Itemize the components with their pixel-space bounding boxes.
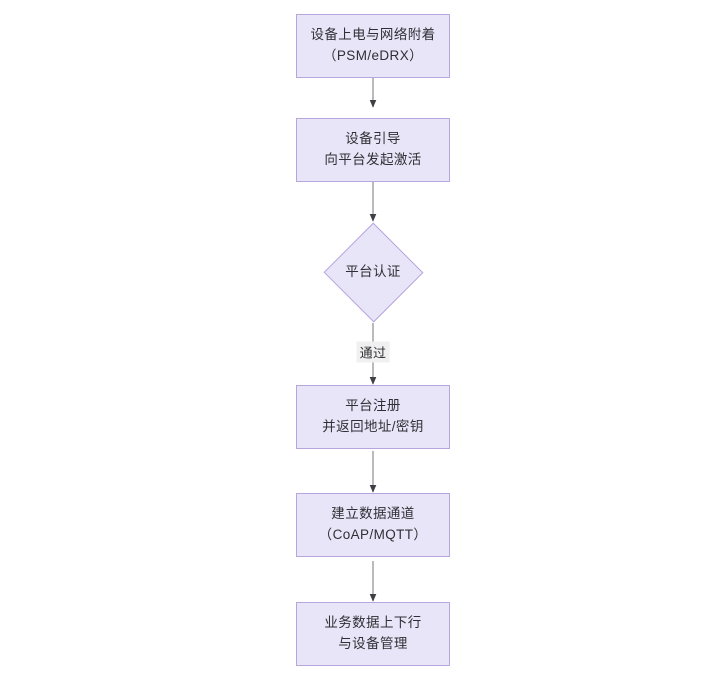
node-business-data-and-device-management[interactable]: 业务数据上下行 与设备管理 [296, 602, 450, 666]
node-line: 设备引导 [345, 131, 401, 147]
edge-label-pass: 通过 [356, 341, 390, 363]
node-line: 向平台发起激活 [324, 152, 422, 167]
node-line: 建立数据通道 [331, 506, 415, 522]
node-device-power-on[interactable]: 设备上电与网络附着 （PSM/eDRX） [296, 14, 450, 78]
node-line: （PSM/eDRX） [322, 48, 424, 63]
node-establish-data-channel[interactable]: 建立数据通道 （CoAP/MQTT） [296, 493, 450, 557]
node-line: 并返回地址/密钥 [322, 419, 424, 434]
node-platform-authentication[interactable]: 平台认证 [319, 222, 427, 322]
node-line: 平台认证 [345, 263, 401, 279]
node-line: （CoAP/MQTT） [318, 527, 428, 542]
node-platform-registration[interactable]: 平台注册 并返回地址/密钥 [296, 385, 450, 449]
node-line: 业务数据上下行 [324, 615, 422, 631]
node-line: 与设备管理 [338, 636, 408, 651]
node-device-bootstrap[interactable]: 设备引导 向平台发起激活 [296, 118, 450, 182]
node-line: 平台注册 [345, 398, 401, 414]
node-line: 设备上电与网络附着 [310, 27, 436, 43]
